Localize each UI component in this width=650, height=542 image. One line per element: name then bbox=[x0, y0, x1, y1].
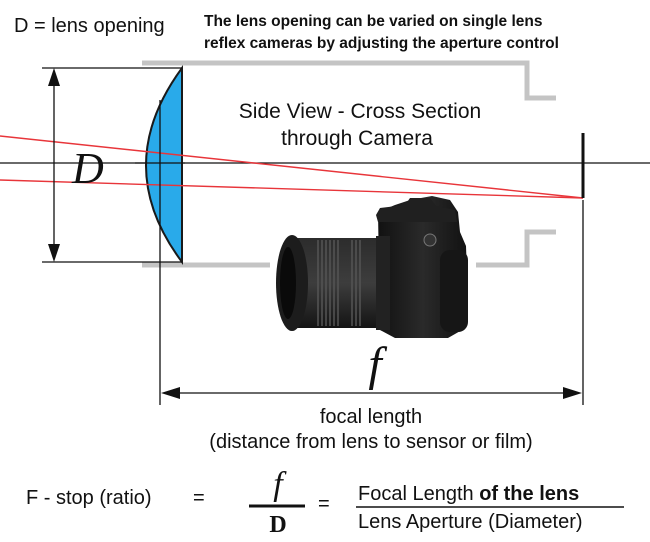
fraction-denominator-text: Lens Aperture (Diameter) bbox=[358, 511, 583, 533]
fraction-denominator-d: D bbox=[269, 512, 286, 538]
fraction-numerator-f: f bbox=[273, 466, 287, 503]
housing-top-outline bbox=[142, 60, 556, 101]
focal-length-definition: (distance from lens to sensor or film) bbox=[209, 431, 532, 453]
aperture-note-line2: reflex cameras by adjusting the aperture… bbox=[204, 35, 559, 52]
formula-equals-1: = bbox=[193, 487, 205, 509]
fraction-numerator-text: Focal Length of the lens bbox=[358, 483, 579, 505]
light-ray-lower bbox=[0, 179, 584, 199]
formula-lhs: F - stop (ratio) bbox=[26, 487, 152, 509]
formula-equals-2: = bbox=[318, 493, 330, 515]
camera-grip bbox=[440, 250, 468, 332]
d-definition-label: D = lens opening bbox=[14, 15, 165, 37]
camera-illustration bbox=[276, 196, 468, 338]
view-title-line2: through Camera bbox=[281, 127, 433, 150]
numerator-of-the-lens: of the lens bbox=[474, 483, 580, 505]
view-title-line1: Side View - Cross Section bbox=[239, 100, 481, 123]
light-ray-upper bbox=[0, 135, 584, 199]
d-symbol: D bbox=[71, 144, 104, 193]
camera-zoom-ring bbox=[317, 240, 361, 326]
numerator-focal-length: Focal Length bbox=[358, 483, 474, 505]
lens-shape bbox=[145, 64, 183, 266]
f-arrowhead-right bbox=[563, 387, 582, 399]
aperture-note-line1: The lens opening can be varied on single… bbox=[204, 13, 543, 30]
f-symbol: f bbox=[368, 338, 387, 391]
d-arrowhead-down bbox=[48, 244, 60, 262]
camera-lens-glass bbox=[280, 247, 296, 319]
camera-prism bbox=[376, 198, 457, 222]
f-arrowhead-left bbox=[161, 387, 180, 399]
camera-dial bbox=[423, 233, 437, 247]
housing-bottom-right-outline bbox=[476, 229, 556, 268]
focal-length-caption: focal length bbox=[320, 406, 422, 428]
camera-lens-mount bbox=[376, 236, 390, 330]
d-arrowhead-up bbox=[48, 68, 60, 86]
